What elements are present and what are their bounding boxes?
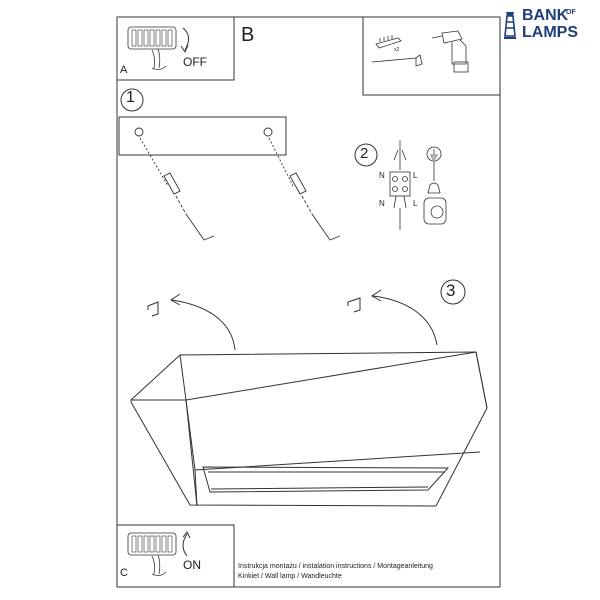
mounting-plate: [118, 116, 287, 156]
page-frame: [116, 16, 501, 588]
screw-icon: [268, 137, 341, 241]
rotate-arrow-icon: [182, 531, 191, 557]
mounting-hole: [134, 127, 144, 137]
hand-icon: [151, 48, 167, 70]
mounting-hook-icon: [423, 197, 447, 225]
screw-icon: [371, 54, 423, 67]
rotate-arrow-icon: [180, 27, 189, 54]
caption-line1: Instrukcja montażu / instalation instruc…: [238, 563, 433, 570]
switch-off-label: OFF: [183, 55, 207, 69]
brand-line1: BANK: [522, 7, 569, 24]
box-c-frame: [116, 524, 235, 588]
wire-n-bottom: N: [379, 199, 385, 208]
drill-icon: [431, 30, 469, 73]
screw-icon: [139, 137, 215, 241]
curved-arrow-icon: [371, 289, 438, 346]
mounting-hook-icon: [347, 297, 361, 313]
box-c-label: C: [120, 567, 128, 579]
tools-box-frame: [362, 16, 501, 96]
wire-l-top: L: [413, 171, 418, 180]
ground-icon: [426, 146, 442, 194]
switch-on-label: ON: [183, 558, 201, 572]
brand-logo: BANK OF LAMPS: [500, 6, 600, 42]
lighthouse-icon: [504, 12, 516, 39]
wire-n-top: N: [379, 171, 385, 180]
step-3-circle: [440, 279, 466, 305]
step-3-label: 3: [446, 281, 456, 300]
step-1-label: 1: [126, 89, 135, 106]
wire-l-bottom: L: [413, 199, 418, 208]
terminal-block-icon: [389, 140, 411, 230]
step-2-circle: [354, 143, 378, 167]
mounting-hole: [263, 127, 273, 137]
box-a-label: A: [120, 64, 128, 76]
brand-of: OF: [566, 9, 576, 16]
fuse-box-icon: [127, 532, 177, 556]
step-2-label: 2: [360, 145, 369, 162]
step-1-circle: [120, 88, 144, 112]
box-a-frame: [116, 16, 235, 81]
screw-multiplier: x2: [394, 47, 400, 53]
caption-line2: Kinkiet / Wall lamp / Wandleuchte: [238, 573, 342, 580]
hand-icon: [151, 554, 167, 576]
fuse-box-icon: [127, 26, 177, 50]
brand-line2: LAMPS: [522, 24, 578, 41]
curved-arrow-icon: [170, 293, 236, 351]
wall-plug-icon: [375, 35, 402, 49]
mounting-hook-icon: [147, 301, 159, 317]
step-b-label: B: [241, 24, 255, 46]
wall-lamp-body: [130, 351, 488, 507]
